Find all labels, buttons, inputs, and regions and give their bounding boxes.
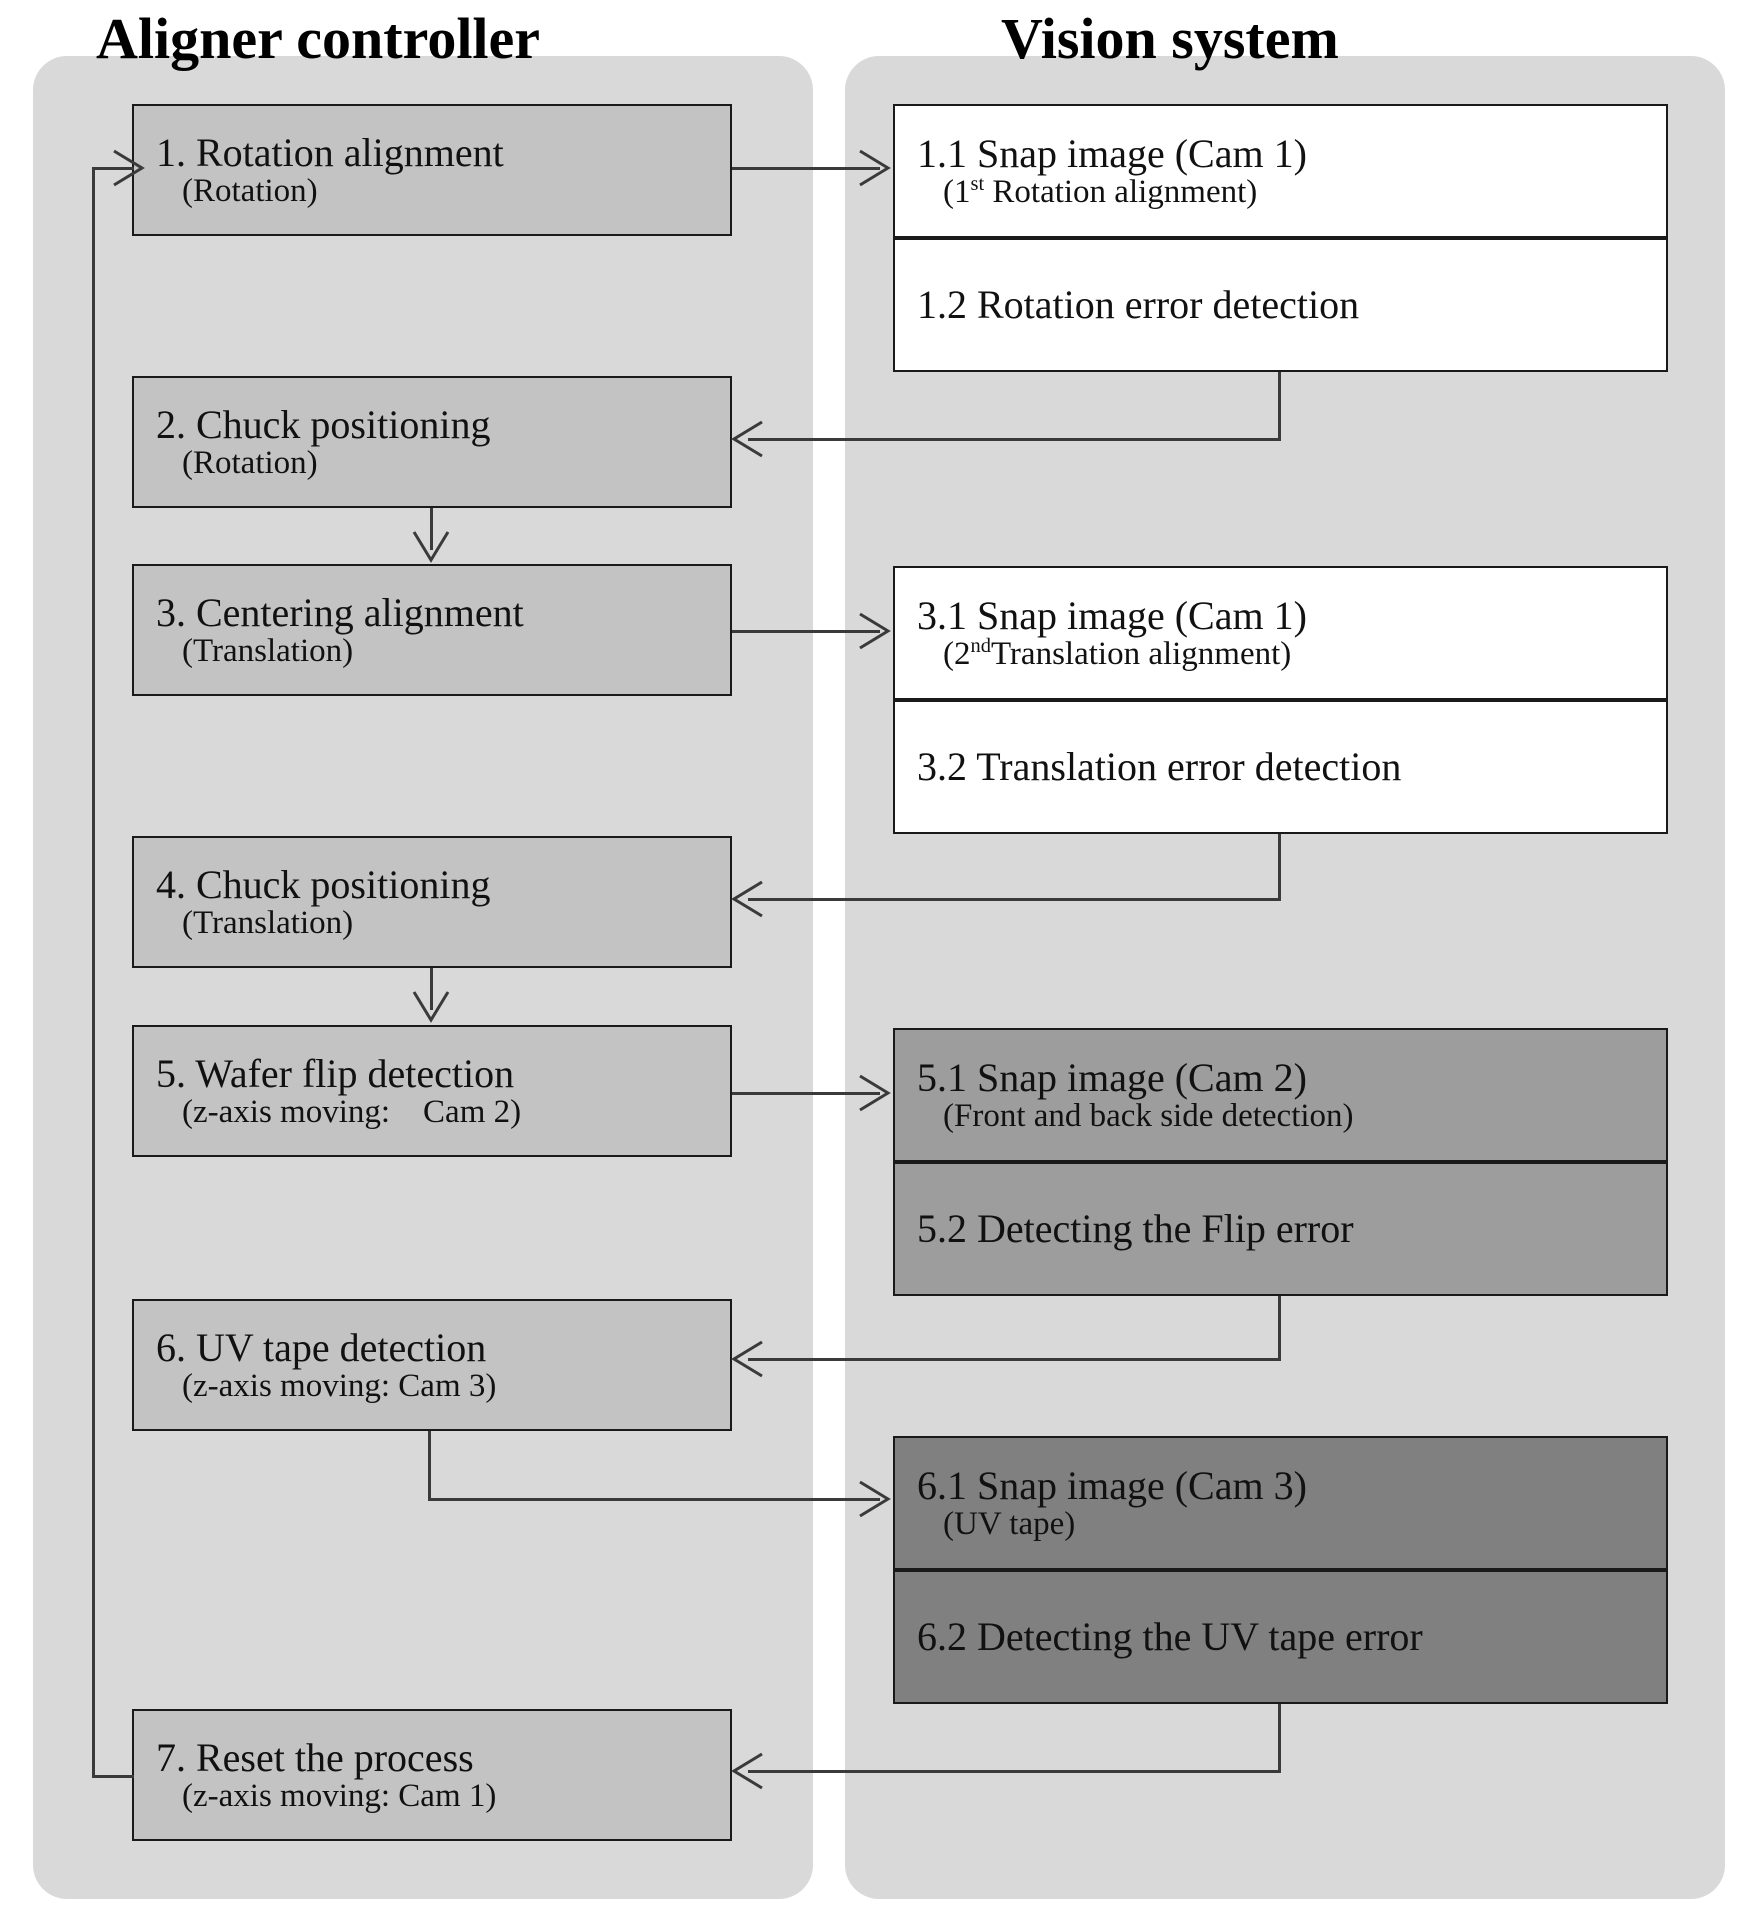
node-chuck-positioning-translation[interactable]: 4. Chuck positioning (Translation) [132,836,732,968]
connector-v12-to-n2-arrowhead [730,418,766,460]
connector-n2-to-n3-arrowhead [410,528,452,566]
node-title: 1. Rotation alignment [156,129,504,175]
connector-v32-to-n4-horizontal [748,898,1281,901]
connector-n5-to-v51-line [732,1092,880,1095]
connector-v32-to-n4-vertical [1278,834,1281,900]
subtitle-suffix: Translation alignment) [990,635,1292,672]
node-centering-alignment[interactable]: 3. Centering alignment (Translation) [132,564,732,696]
connector-loopback-vertical [92,167,95,1778]
node-title: 3.2 Translation error detection [917,744,1402,789]
node-subtitle: (Front and back side detection) [943,1097,1354,1134]
node-snap-image-cam1-translation[interactable]: 3.1 Snap image (Cam 1) (2ndTranslation a… [893,566,1668,700]
node-subtitle: (Rotation) [182,172,318,209]
connector-n1-to-v11-arrowhead [856,147,892,189]
node-title: 5. Wafer flip detection [156,1050,515,1096]
connector-v52-to-n6-horizontal [748,1358,1281,1361]
node-rotation-alignment[interactable]: 1. Rotation alignment (Rotation) [132,104,732,236]
connector-n2-to-n3-line [430,508,433,550]
node-subtitle: (2ndTranslation alignment) [895,634,1666,672]
node-title: 6.1 Snap image (Cam 3) [917,1462,1307,1508]
node-title: 5.2 Detecting the Flip error [917,1206,1354,1251]
connector-v32-to-n4-arrowhead [730,878,766,920]
node-subtitle: (z-axis moving: Cam 1) [182,1777,497,1814]
node-detecting-flip-error[interactable]: 5.2 Detecting the Flip error [893,1162,1668,1296]
node-detecting-uv-tape-error[interactable]: 6.2 Detecting the UV tape error [893,1570,1668,1704]
node-title: 1.2 Rotation error detection [917,282,1360,327]
node-translation-error-detection[interactable]: 3.2 Translation error detection [893,700,1668,834]
node-title: 6. UV tape detection [156,1324,487,1370]
subtitle-prefix: (2 [943,635,971,672]
connector-v62-to-n7-horizontal [748,1770,1281,1773]
node-subtitle: (UV tape) [943,1505,1076,1542]
connector-loopback-top [92,167,134,170]
node-reset-the-process[interactable]: 7. Reset the process (z-axis moving: Cam… [132,1709,732,1841]
connector-n6-to-v61-horizontal [428,1498,880,1501]
connector-v52-to-n6-vertical [1278,1296,1281,1360]
node-uv-tape-detection[interactable]: 6. UV tape detection (z-axis moving: Cam… [132,1299,732,1431]
aligner-controller-panel [33,56,813,1899]
connector-loopback-arrowhead [110,147,146,189]
connector-n1-to-v11-line [732,167,880,170]
column-title-vision: Vision system [1001,6,1339,71]
node-subtitle: (Translation) [182,632,354,669]
connector-n4-to-n5-line [430,968,433,1010]
node-wafer-flip-detection[interactable]: 5. Wafer flip detection (z-axis moving: … [132,1025,732,1157]
ordinal-superscript: st [970,172,985,195]
node-title: 7. Reset the process [156,1734,474,1780]
connector-n3-to-v31-line [732,630,880,633]
node-snap-image-cam3[interactable]: 6.1 Snap image (Cam 3) (UV tape) [893,1436,1668,1570]
node-subtitle: (Rotation) [182,444,318,481]
node-rotation-error-detection[interactable]: 1.2 Rotation error detection [893,238,1668,372]
node-subtitle: (Translation) [182,904,354,941]
node-title: 3. Centering alignment [156,589,524,635]
connector-n5-to-v51-arrowhead [856,1072,892,1114]
connector-v62-to-n7-vertical [1278,1704,1281,1772]
connector-v12-to-n2-vertical [1278,372,1281,440]
connector-v62-to-n7-arrowhead [730,1750,766,1792]
node-chuck-positioning-rotation[interactable]: 2. Chuck positioning (Rotation) [132,376,732,508]
node-title: 6.2 Detecting the UV tape error [917,1614,1423,1659]
node-title: 5.1 Snap image (Cam 2) [917,1054,1307,1100]
connector-loopback-bottom [92,1775,134,1778]
node-title: 2. Chuck positioning [156,401,491,447]
column-title-aligner: Aligner controller [96,6,541,71]
node-subtitle: (z-axis moving: Cam 3) [182,1367,497,1404]
ordinal-superscript: nd [970,634,991,657]
connector-n6-to-v61-arrowhead [856,1478,892,1520]
node-title: 1.1 Snap image (Cam 1) [917,130,1307,176]
node-title: 3.1 Snap image (Cam 1) [917,592,1307,638]
node-subtitle: (1st Rotation alignment) [895,172,1666,210]
subtitle-suffix: Rotation alignment) [984,173,1258,210]
node-title: 4. Chuck positioning [156,861,491,907]
subtitle-prefix: (1 [943,173,971,210]
node-snap-image-cam1-rotation[interactable]: 1.1 Snap image (Cam 1) (1st Rotation ali… [893,104,1668,238]
connector-v12-to-n2-horizontal [748,438,1281,441]
connector-n3-to-v31-arrowhead [856,610,892,652]
connector-n6-to-v61-vertical [428,1431,431,1500]
connector-n4-to-n5-arrowhead [410,988,452,1026]
node-subtitle: (z-axis moving: Cam 2) [182,1093,522,1130]
connector-v52-to-n6-arrowhead [730,1338,766,1380]
node-snap-image-cam2[interactable]: 5.1 Snap image (Cam 2) (Front and back s… [893,1028,1668,1162]
